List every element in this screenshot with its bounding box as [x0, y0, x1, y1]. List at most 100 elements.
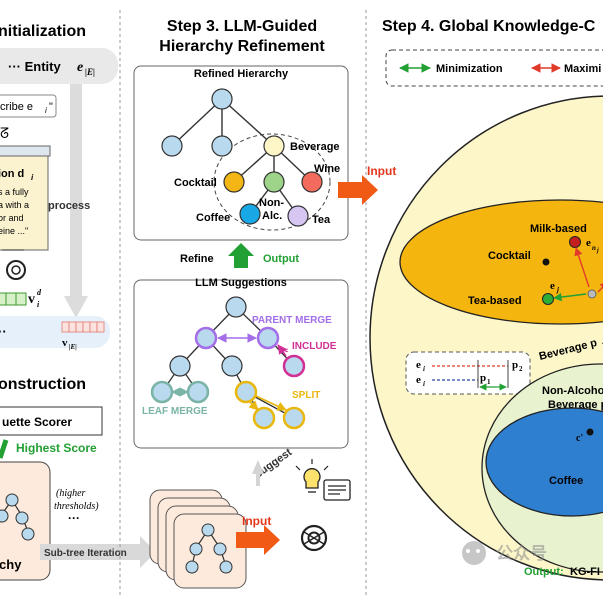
- vector-superscript: d: [37, 288, 42, 297]
- label-cocktail: Cocktail: [174, 177, 217, 189]
- openai-logo-step3: [300, 524, 328, 552]
- cocktail-oval: [399, 199, 603, 325]
- suggest-arrow: [252, 460, 264, 486]
- entity-row-box: [0, 48, 118, 84]
- description-line-1: s a fully: [0, 187, 29, 197]
- cocktail-label: Cocktail: [488, 250, 531, 262]
- describe-quote: ": [49, 101, 53, 113]
- beverage-p2-subscript: 2: [602, 342, 603, 350]
- label-tea: Tea: [312, 214, 331, 226]
- sugg-node-include: [282, 354, 306, 378]
- lightbulb-chat-icon: [295, 459, 351, 501]
- left-panel: nitialization process ··· Entity e |E| c…: [0, 23, 156, 581]
- description-line-4: eine ...": [0, 226, 28, 236]
- e-n-label: e: [586, 237, 591, 249]
- e-j-label: e: [550, 280, 555, 292]
- highest-arrow: [0, 439, 9, 459]
- tree-node-left: [161, 135, 183, 157]
- legend-min-label: Minimization: [436, 63, 503, 75]
- sugg-node-leaf-b: [186, 380, 210, 404]
- tree-node-nonalc: [263, 171, 285, 193]
- vector-subscript: i: [37, 300, 40, 309]
- cocktail-point: [542, 258, 550, 266]
- tree-node-cocktail: [223, 171, 245, 193]
- tree-node-tea: [287, 205, 309, 227]
- scorer-box: [0, 406, 103, 436]
- refined-hierarchy-box: [133, 65, 349, 241]
- higher-thresholds-line-2: thresholds): [54, 501, 99, 512]
- legend-max-label: Maximi: [564, 63, 601, 75]
- embedding-vector: [0, 292, 27, 306]
- step4-title: Step 4. Global Knowledge-C: [382, 18, 596, 35]
- label-beverage: Beverage: [290, 141, 340, 153]
- process-label: process: [48, 200, 90, 212]
- c-prime-label: c': [576, 433, 583, 444]
- vector-label: v: [28, 292, 35, 307]
- max-arrow-milk: [574, 247, 590, 288]
- coffee-centroid: [586, 428, 594, 436]
- refined-hierarchy-label: Refined Hierarchy: [194, 68, 289, 80]
- centroid-point: [587, 289, 597, 299]
- inset-ei-2-sub: i: [423, 380, 425, 388]
- description-card-scroll: [0, 145, 51, 157]
- inset-ei-2: e: [416, 374, 421, 386]
- leaf-merge-label: LEAF MERGE: [142, 406, 208, 417]
- sugg-node-l2-b: [221, 355, 243, 377]
- sugg-node-root: [225, 296, 247, 318]
- subtree-iteration-arrow: [40, 536, 156, 568]
- label-nonalc-1: Non-: [259, 197, 284, 209]
- sugg-node-split: [234, 380, 258, 404]
- refine-label: Refine: [180, 253, 214, 265]
- output-label: Output: [263, 253, 299, 265]
- tree-node-root: [211, 88, 233, 110]
- output-label-step4: Output:: [524, 566, 564, 578]
- llm-logo-fragment: ᘔ: [0, 125, 9, 141]
- e-n-subscript: n: [592, 244, 596, 252]
- description-line-2: a with a: [0, 200, 29, 210]
- include-label: INCLUDE: [292, 341, 337, 352]
- non-alcoholic-line-1: Non-Alcoho: [542, 385, 603, 397]
- tree-node-beverage: [263, 135, 285, 157]
- input-label-llm: Input: [242, 514, 271, 528]
- coffee-oval: [485, 407, 603, 517]
- description-card: [0, 145, 49, 251]
- label-nonalc-2: Alc.: [262, 210, 282, 222]
- refine-arrow: [228, 243, 254, 268]
- max-arrow-out: [597, 281, 603, 293]
- watermark: 公众号: [462, 541, 547, 565]
- inset-ei-1: e: [416, 359, 421, 371]
- input-arrow-step4: [338, 175, 378, 205]
- input-arrow-llm: [236, 525, 280, 555]
- tree-node-coffee: [239, 203, 261, 225]
- entity-row-label: ··· Entity: [8, 59, 61, 74]
- split-arrow-a: [248, 400, 259, 411]
- coffee-label: Coffee: [549, 475, 583, 487]
- llm-suggestions-label: LLM Suggestions: [195, 277, 287, 289]
- describe-prompt-box: [0, 94, 57, 118]
- tree-node-middle: [211, 135, 233, 157]
- input-label-step4: Input: [367, 164, 396, 178]
- highest-score-label: Highest Score: [16, 441, 97, 455]
- scorer-label: uette Scorer: [2, 415, 72, 429]
- sugg-node-parent-a: [194, 326, 218, 350]
- construction-title: onstruction: [0, 376, 86, 393]
- inset-p1-sub: 1: [487, 378, 491, 386]
- include-arrow: [277, 344, 287, 357]
- milk-based-point: [569, 236, 581, 248]
- sugg-node-leaf-a: [150, 380, 174, 404]
- description-subscript: i: [31, 173, 34, 182]
- tea-based-point: [542, 293, 554, 305]
- tree-node-wine: [301, 171, 323, 193]
- sugg-node-split-a: [252, 406, 276, 430]
- vector-e-label: v: [62, 337, 68, 349]
- sugg-node-split-b: [282, 406, 306, 430]
- higher-thresholds-line-1: (higher: [56, 488, 86, 499]
- sugg-node-l2-a: [169, 355, 191, 377]
- inset-ei-1-sub: i: [423, 365, 425, 373]
- label-wine: Wine: [314, 163, 340, 175]
- step3-panel: Step 3. LLM-Guided Hierarchy Refinement …: [133, 18, 396, 589]
- milk-based-label: Milk-based: [530, 223, 587, 235]
- step4-panel: Step 4. Global Knowledge-C Minimization …: [369, 18, 603, 581]
